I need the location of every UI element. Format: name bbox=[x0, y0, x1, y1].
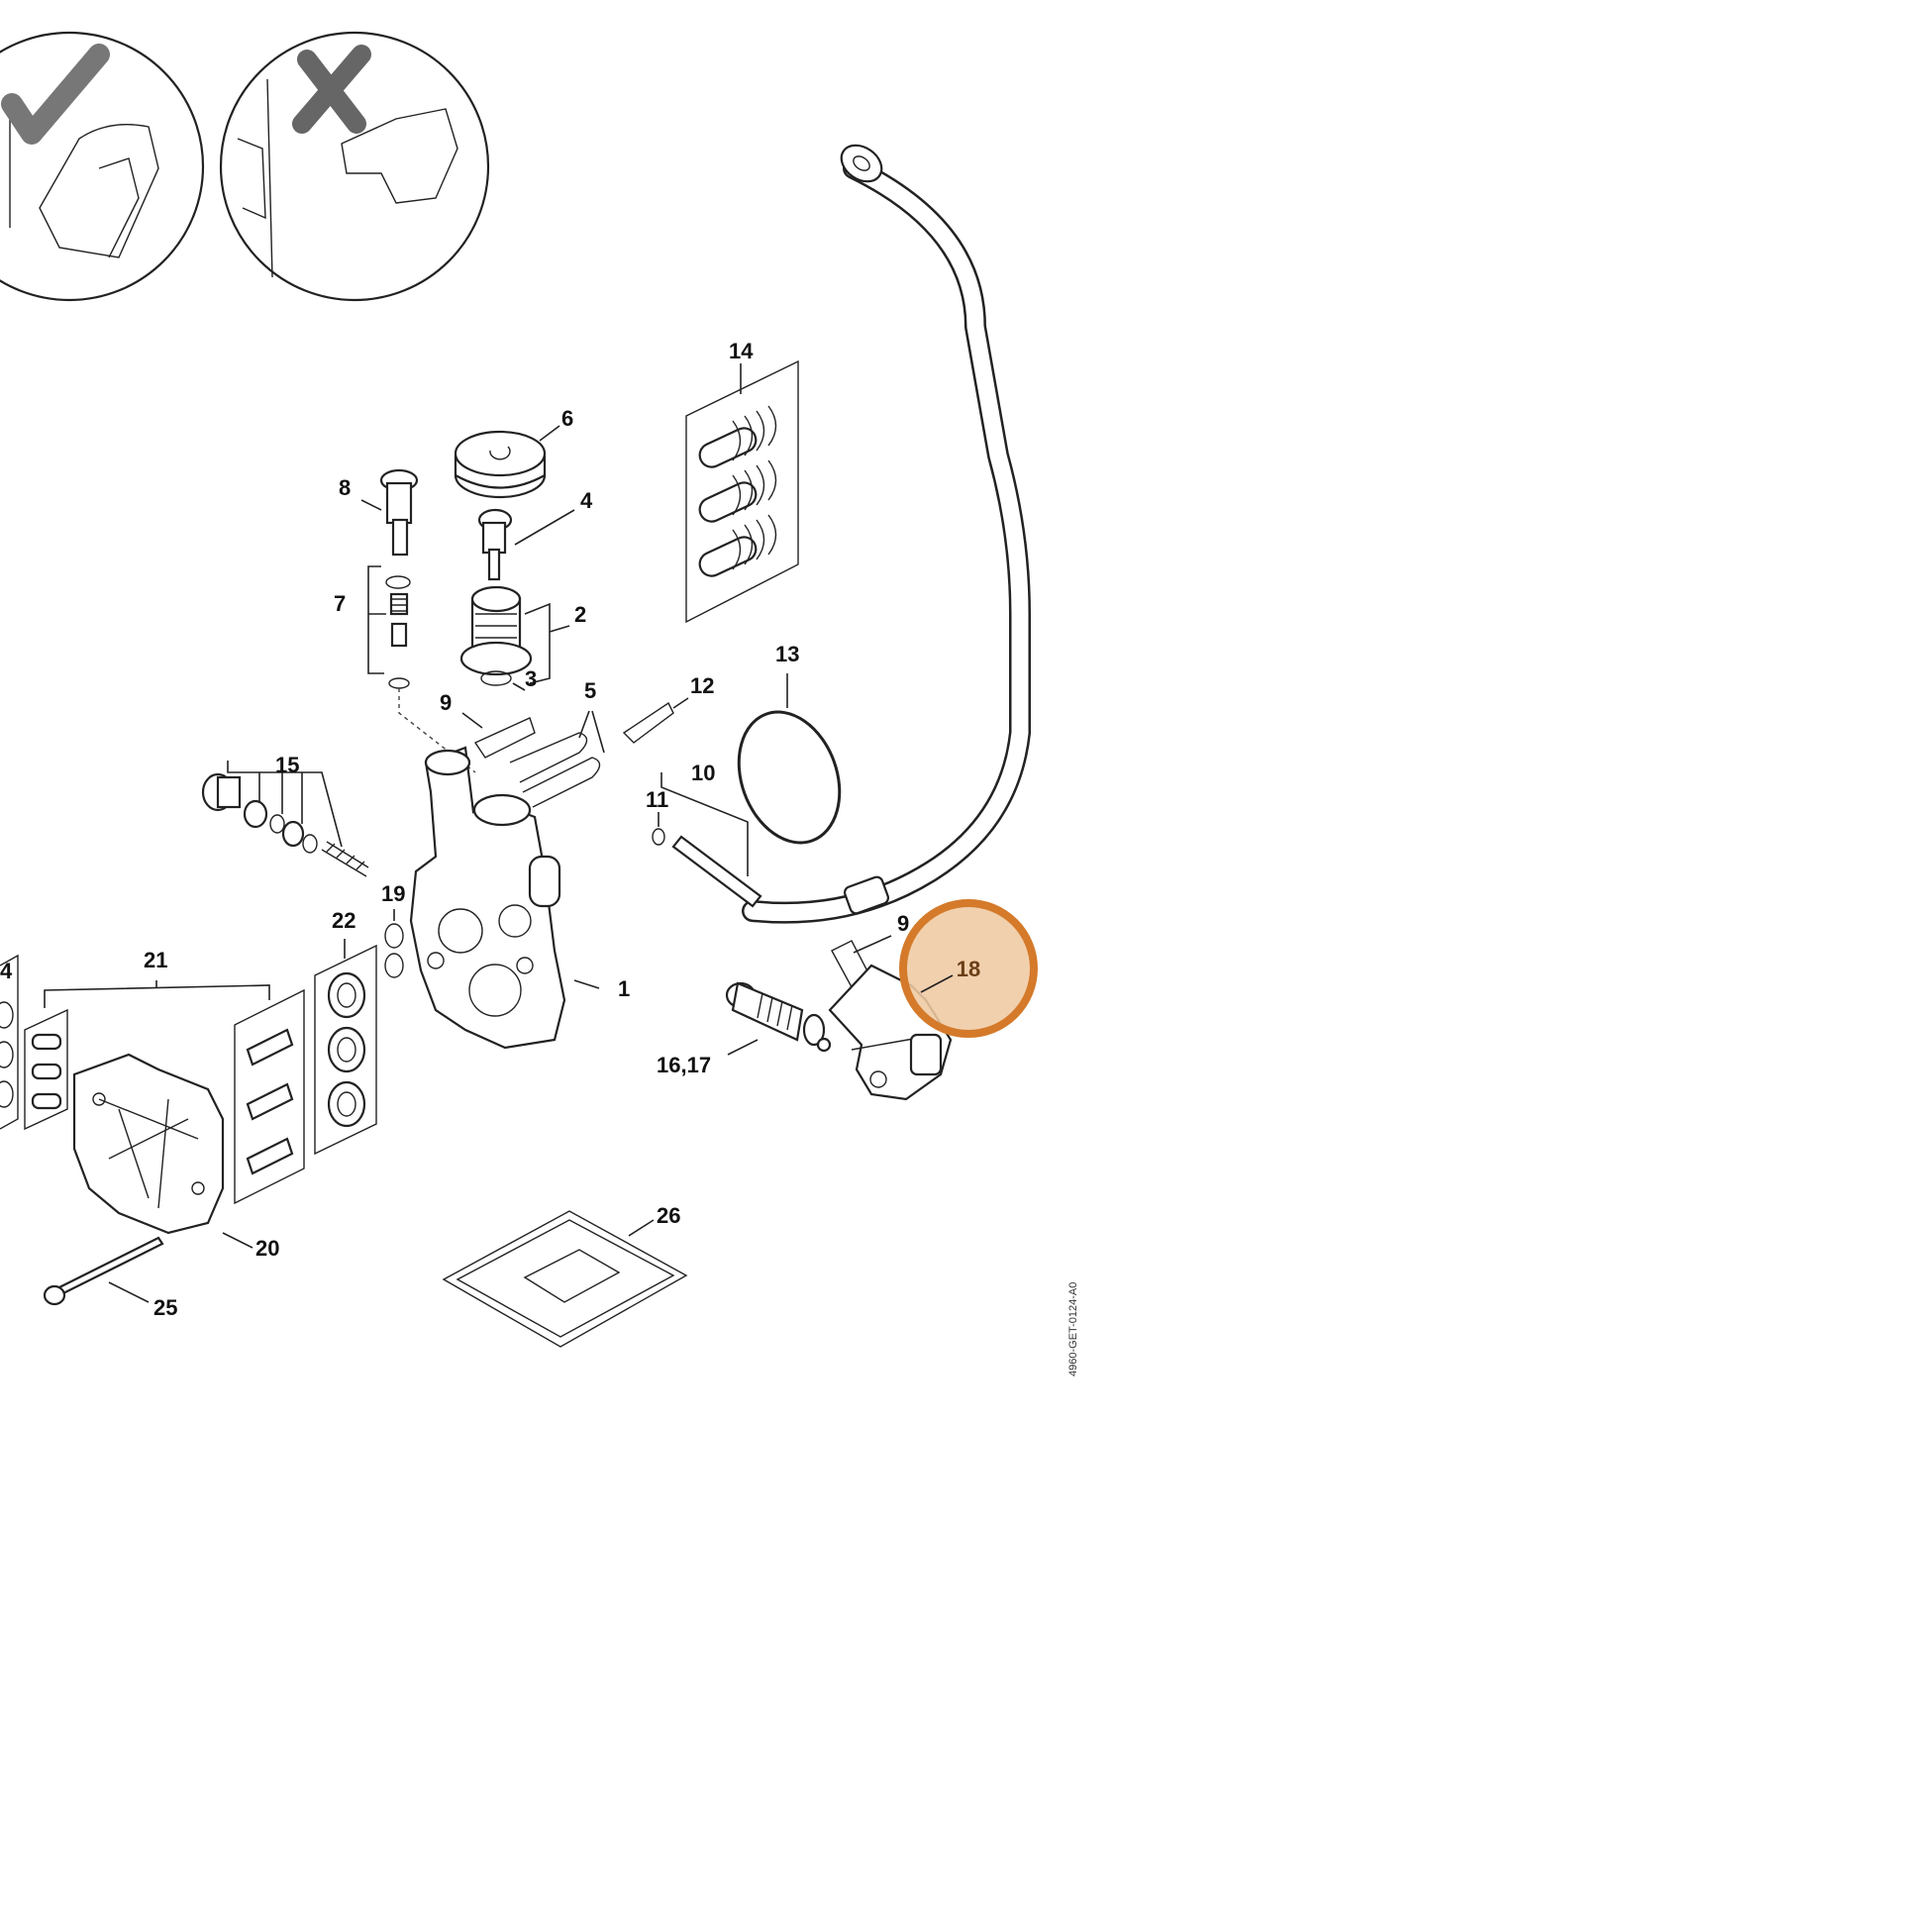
drawing-code: 4960-GET-0124-A0 bbox=[1067, 1282, 1079, 1376]
check-mark-icon bbox=[1, 44, 110, 145]
part-12-clip bbox=[622, 697, 689, 744]
callout-label-6: 6 bbox=[561, 406, 573, 431]
callout-label-3: 3 bbox=[525, 666, 537, 691]
x-mark-icon bbox=[292, 45, 371, 134]
callout-label-4-left-edge: 4 bbox=[0, 959, 13, 983]
part-8-relief-valve bbox=[360, 468, 419, 557]
callout-label-25: 25 bbox=[153, 1295, 177, 1320]
callout-label-1: 1 bbox=[618, 976, 630, 1001]
callout-label-11: 11 bbox=[646, 787, 668, 812]
inset-correct-installation bbox=[0, 31, 205, 302]
part-3-o-ring bbox=[480, 670, 526, 691]
part-25-bolt bbox=[43, 1236, 164, 1306]
part-6-cap bbox=[454, 425, 560, 499]
part-21-kit bbox=[24, 980, 305, 1205]
part-15-valve-components bbox=[201, 761, 369, 877]
callout-label-10: 10 bbox=[691, 761, 715, 785]
callout-label-20: 20 bbox=[255, 1236, 279, 1261]
callout-label-13: 13 bbox=[775, 642, 799, 666]
highlight-callout-18[interactable]: 18 bbox=[899, 899, 1038, 1038]
callout-label-8: 8 bbox=[339, 475, 351, 500]
part-20-pump-cover bbox=[72, 1053, 254, 1249]
part-16-17-valve-cartridge bbox=[725, 981, 832, 1056]
callout-label-7: 7 bbox=[334, 591, 346, 616]
callout-label-9-right: 9 bbox=[897, 911, 909, 936]
callout-label-15: 15 bbox=[275, 753, 299, 777]
high-pressure-hose bbox=[742, 144, 1031, 924]
callout-label-22: 22 bbox=[332, 908, 355, 933]
callout-labels: 1 2 3 4 5 6 7 8 9 9 10 11 12 13 14 4 15 … bbox=[0, 339, 909, 1320]
part-22-seals bbox=[314, 939, 377, 1156]
callout-label-5: 5 bbox=[584, 678, 596, 703]
part-11-o-ring bbox=[652, 812, 665, 846]
part-5-clips bbox=[509, 710, 605, 808]
callout-label-26: 26 bbox=[657, 1203, 680, 1228]
callout-label-21: 21 bbox=[144, 948, 167, 972]
callout-label-4: 4 bbox=[580, 488, 593, 513]
part-13-o-ring bbox=[737, 673, 842, 845]
callout-label-18[interactable]: 18 bbox=[957, 957, 980, 981]
callout-label-16-17: 16,17 bbox=[657, 1053, 711, 1077]
part-26-gasket-kit bbox=[442, 1210, 688, 1348]
part-1-pump-housing bbox=[409, 746, 600, 1050]
part-7-valve-kit bbox=[367, 565, 476, 773]
part-19-o-rings bbox=[384, 909, 404, 978]
callout-label-19: 19 bbox=[381, 881, 405, 906]
highlight-ring[interactable] bbox=[899, 899, 1038, 1038]
part-4-valve-stem bbox=[477, 508, 575, 581]
part-9-clip-top bbox=[461, 712, 536, 759]
callout-label-2: 2 bbox=[574, 602, 586, 627]
part-2-fitting bbox=[459, 585, 570, 684]
callout-label-14: 14 bbox=[729, 339, 754, 363]
part-10-pipe bbox=[660, 772, 762, 908]
callout-label-9-top: 9 bbox=[440, 690, 452, 715]
part-14-valve-set bbox=[685, 359, 799, 624]
part-4-frame-left-edge bbox=[0, 954, 19, 1130]
inset-incorrect-installation bbox=[219, 31, 490, 302]
callout-label-12: 12 bbox=[690, 673, 714, 698]
